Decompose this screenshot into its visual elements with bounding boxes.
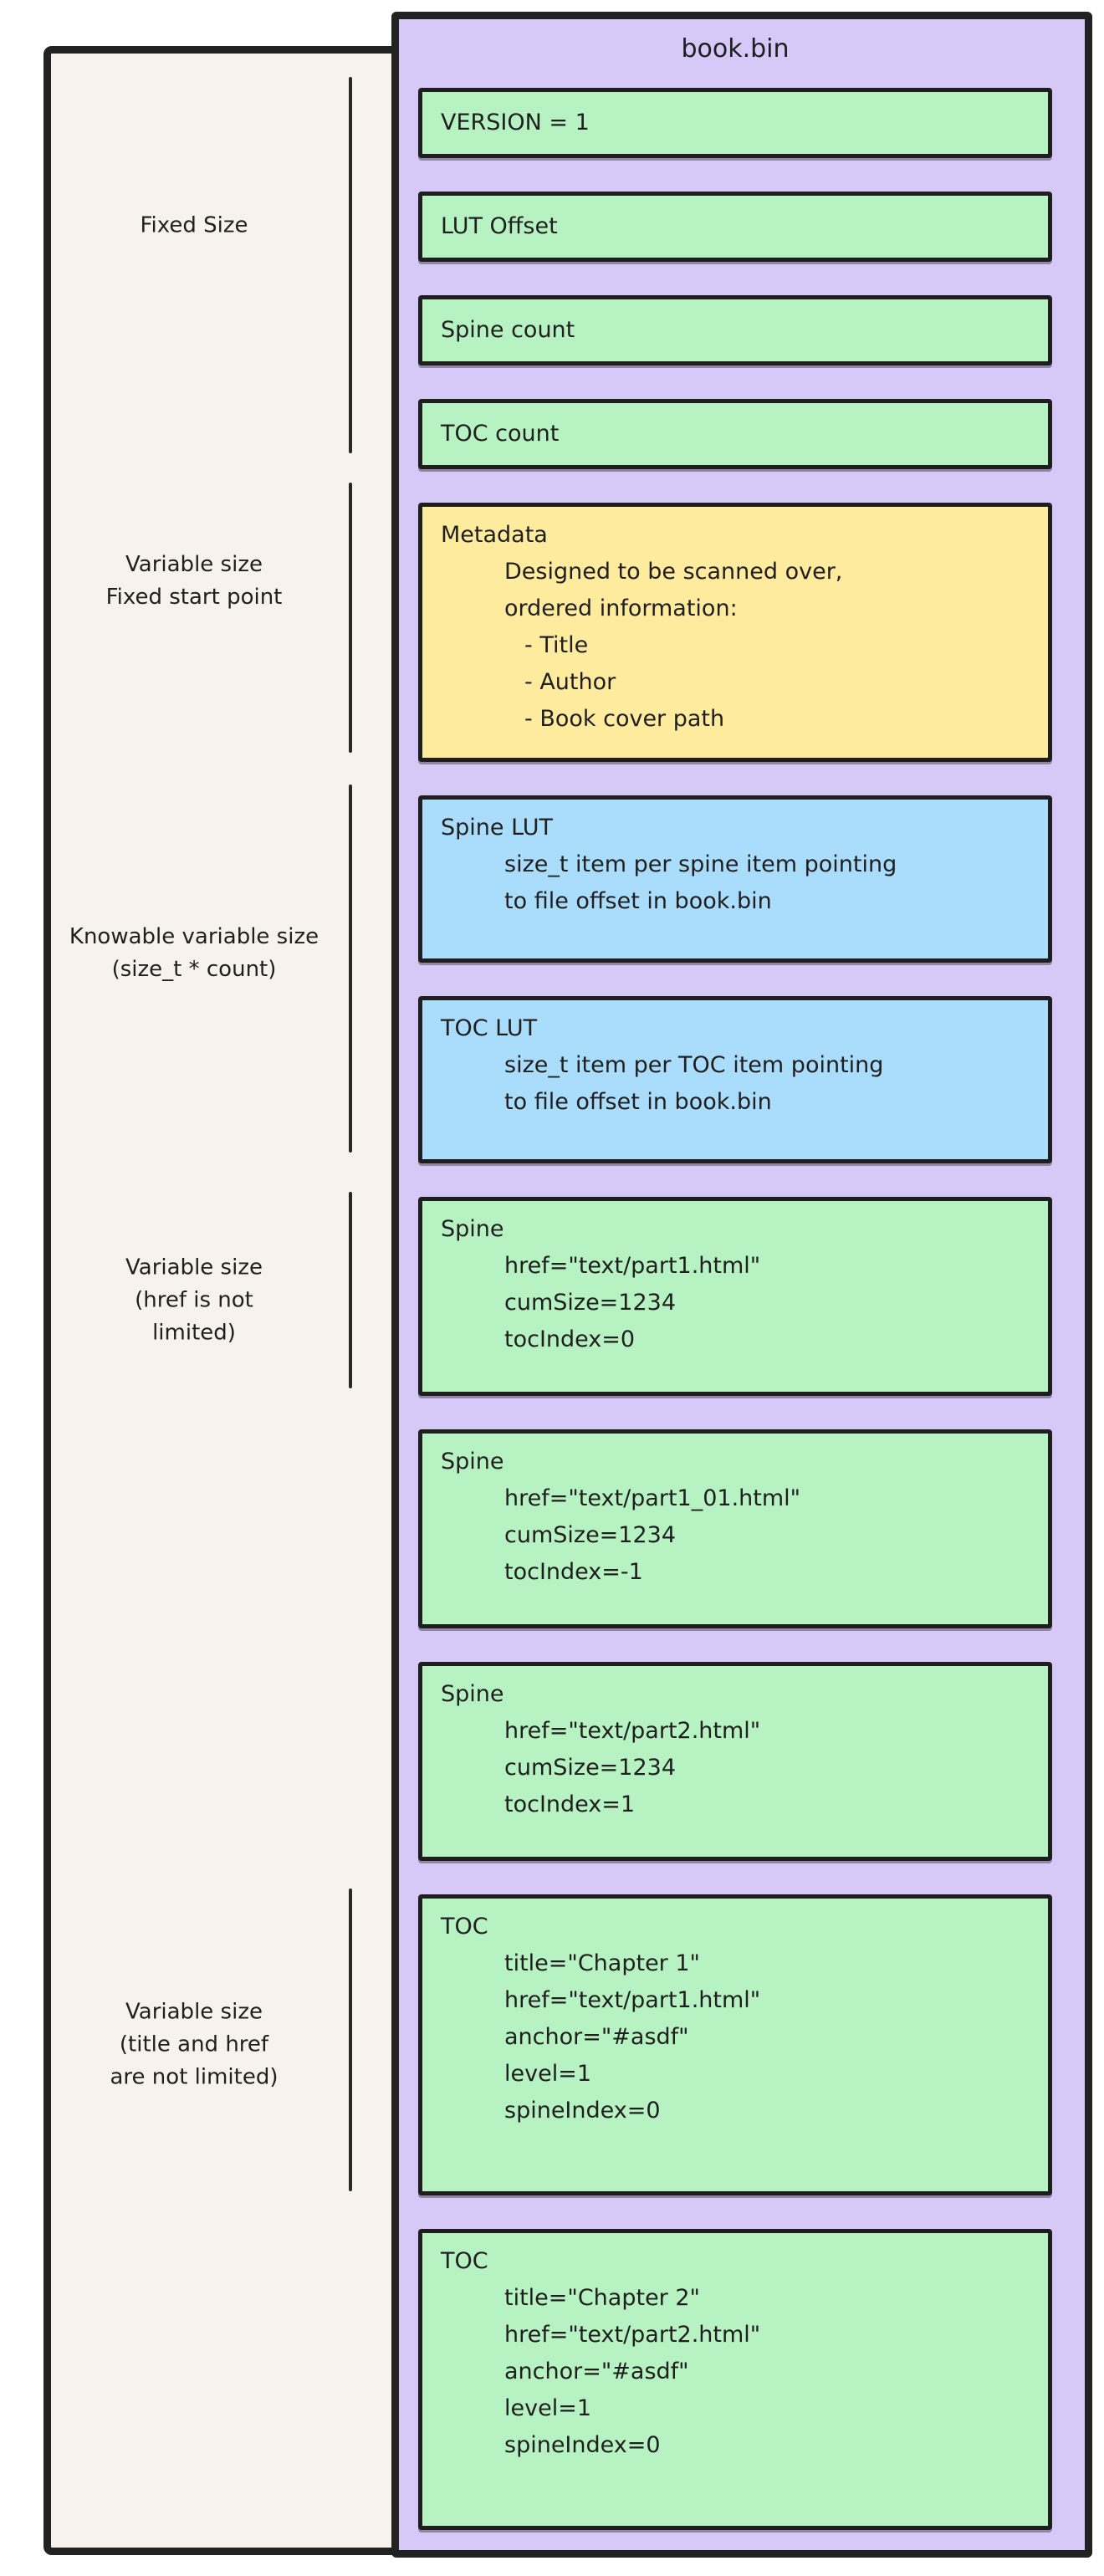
section-label-fixed-size: Fixed Size: [140, 212, 248, 238]
box-line: size_t item per TOC item pointing: [504, 1052, 884, 1078]
box-line: Spine LUT: [441, 815, 554, 841]
box-line: cumSize=1234: [504, 1290, 677, 1316]
box-line: href="text/part2.html": [504, 2322, 761, 2348]
box-line: Spine: [441, 1216, 504, 1242]
diagram-box-spine-lut: Spine LUT size_t item per spine item poin…: [418, 795, 1052, 963]
section-label-variable-size-title-href: Variable size (title and href are not li…: [110, 1999, 279, 2090]
file-title: book.bin: [681, 34, 790, 64]
box-line: TOC count: [441, 421, 560, 447]
section-bracket-fixed-size: [349, 77, 352, 453]
box-line: to file offset in book.bin: [504, 888, 772, 914]
diagram-box-toc-1: TOC title="Chapter 1" href="text/part1.htm…: [418, 1894, 1052, 2195]
box-line: TOC: [441, 1914, 488, 1940]
section-label-variable-size-fixed-start: Variable size Fixed start point: [105, 552, 283, 610]
diagram-box-version: VERSION = 1: [418, 88, 1052, 158]
box-line: to file offset in book.bin: [504, 1089, 772, 1115]
box-line: title="Chapter 2": [504, 2285, 700, 2311]
box-line: Spine count: [441, 317, 575, 343]
box-line: - Title: [524, 632, 589, 658]
box-line: Metadata: [441, 522, 548, 548]
box-line: anchor="#asdf": [504, 2024, 689, 2050]
box-line: href="text/part1_01.html": [504, 1485, 801, 1511]
box-line: level=1: [504, 2395, 592, 2421]
diagram-box-toc-lut: TOC LUT size_t item per TOC item pointing…: [418, 996, 1052, 1163]
box-line: TOC LUT: [441, 1015, 538, 1041]
diagram-box-lut-offset: LUT Offset: [418, 192, 1052, 262]
section-label-variable-size-href: Variable size (href is not limited): [125, 1255, 263, 1346]
section-bracket-knowable-variable-size: [349, 785, 352, 1153]
box-line: spineIndex=0: [504, 2432, 661, 2458]
box-line: spineIndex=0: [504, 2098, 661, 2124]
box-line: - Author: [524, 669, 616, 695]
box-line: anchor="#asdf": [504, 2359, 689, 2384]
section-bracket-variable-size-title-href: [349, 1889, 352, 2191]
box-line: title="Chapter 1": [504, 1950, 700, 1976]
box-line: tocIndex=0: [504, 1326, 636, 1352]
box-line: VERSION = 1: [441, 110, 590, 135]
diagram-box-toc-2: TOC title="Chapter 2" href="text/part2.htm…: [418, 2229, 1052, 2530]
section-bracket-variable-size-href: [349, 1192, 352, 1388]
box-line: ordered information:: [504, 595, 738, 621]
diagram-box-spine-count: Spine count: [418, 295, 1052, 365]
box-line: - Book cover path: [524, 706, 725, 732]
section-label-knowable-variable-size: Knowable variable size (size_t * count): [69, 924, 319, 982]
box-line: tocIndex=-1: [504, 1559, 643, 1585]
box-line: Spine: [441, 1681, 504, 1707]
box-line: href="text/part1.html": [504, 1987, 761, 2013]
box-line: size_t item per spine item pointing: [504, 851, 897, 877]
box-line: LUT Offset: [441, 213, 558, 239]
box-line: href="text/part1.html": [504, 1253, 761, 1279]
box-line: Designed to be scanned over,: [504, 559, 843, 585]
box-line: Spine: [441, 1449, 504, 1475]
box-line: href="text/part2.html": [504, 1718, 761, 1744]
diagram-box-toc-count: TOC count: [418, 399, 1052, 469]
section-bracket-variable-size-fixed-start: [349, 483, 352, 753]
box-line: TOC: [441, 2248, 488, 2274]
box-line: level=1: [504, 2061, 592, 2087]
box-line: cumSize=1234: [504, 1522, 677, 1548]
box-line: cumSize=1234: [504, 1755, 677, 1781]
box-line: tocIndex=1: [504, 1791, 636, 1817]
